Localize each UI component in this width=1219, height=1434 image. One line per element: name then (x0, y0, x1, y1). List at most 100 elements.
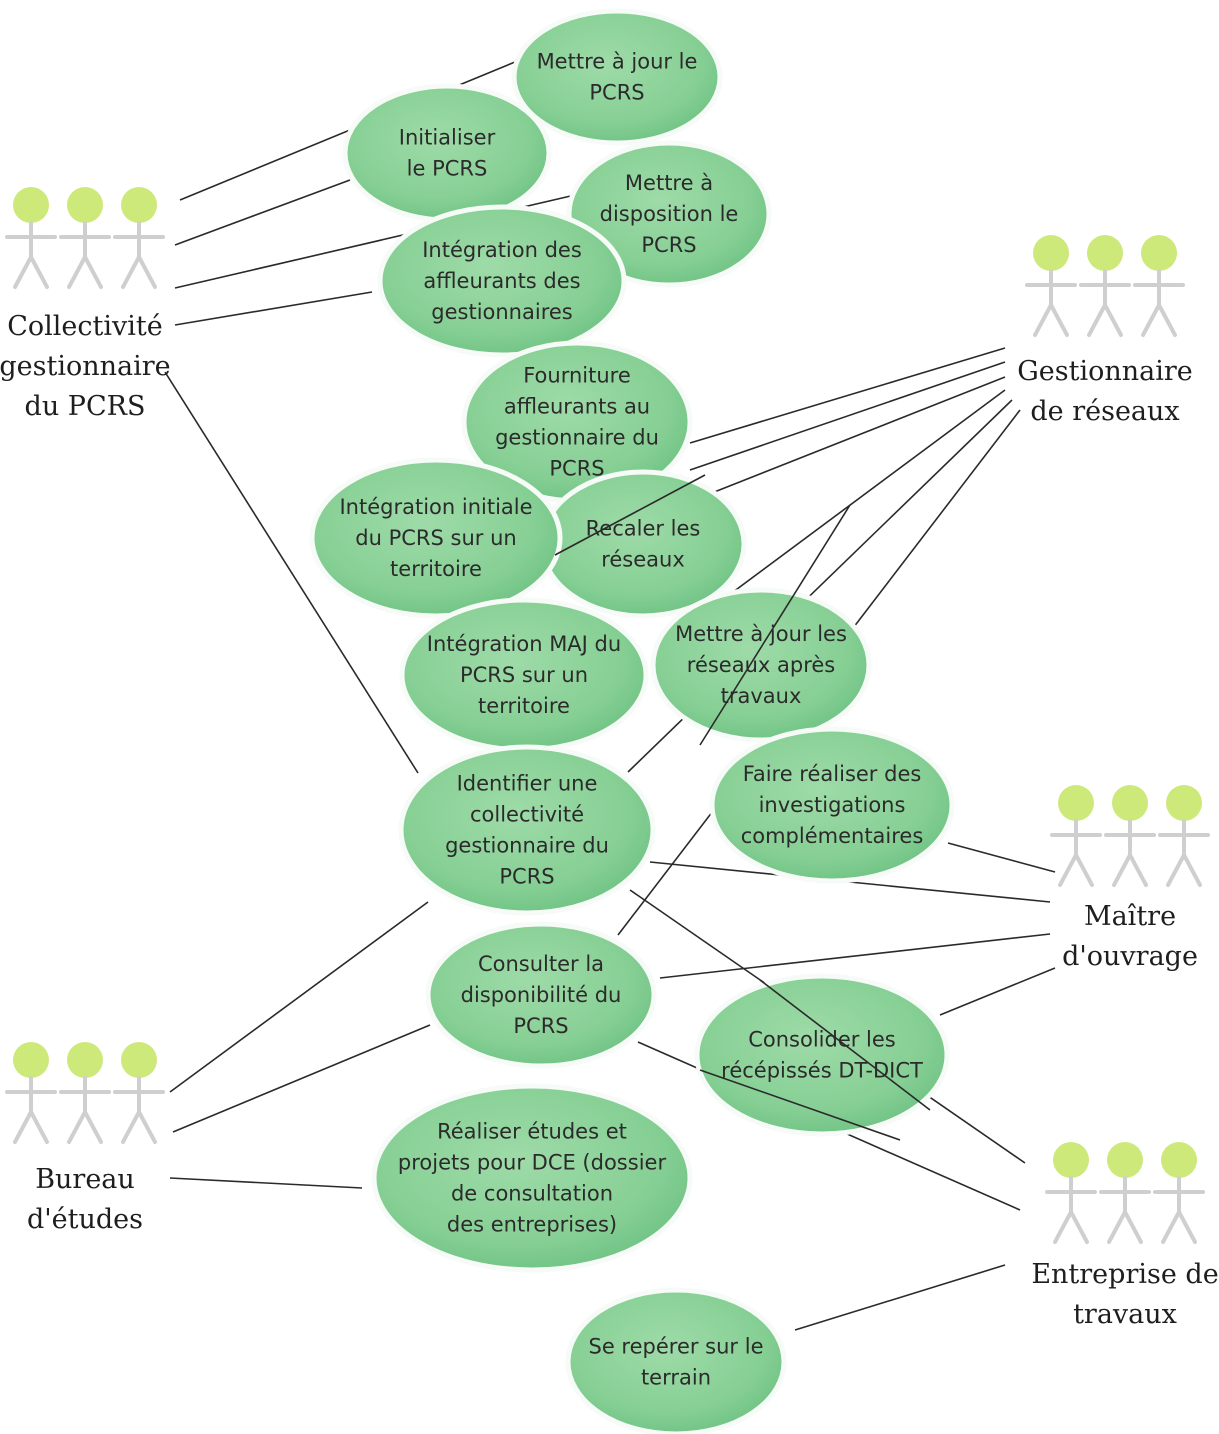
stick-figure-head (1058, 785, 1094, 821)
use-case-label-line: investigations (759, 793, 906, 817)
stick-figure-limb (1128, 853, 1148, 887)
link-gestionnaire-fourniture-2 (689, 361, 1006, 471)
stick-figure-icon (1104, 785, 1156, 887)
use-case-uc13: Consolider les récépissés DT-DICT (694, 973, 950, 1137)
use-case-ellipse (398, 744, 656, 916)
stick-figure-icon (113, 187, 165, 289)
stick-figure-head (1107, 1142, 1143, 1178)
stick-figure-head (1112, 785, 1148, 821)
link-entreprise-se-reperer (794, 1264, 1006, 1331)
link-collectivite-integration-affleurants (174, 291, 373, 326)
stick-figure-icon (1158, 785, 1210, 887)
stick-figure-head (13, 1042, 49, 1078)
stick-figure-icon (1050, 785, 1102, 887)
stick-figure-limb (137, 1110, 157, 1144)
use-case-uc10: Faire réaliser desinvestigationscompléme… (709, 726, 955, 884)
stick-figure-limb (1161, 1210, 1181, 1244)
use-case-label-line: Mettre à (625, 171, 713, 195)
use-case-label-line: gestionnaire du (445, 834, 609, 858)
use-case-ellipse (539, 469, 747, 619)
use-case-label-line: territoire (390, 557, 482, 581)
stick-figure-icon (5, 187, 57, 289)
use-case-label-line: Initialiser (399, 126, 496, 150)
use-case-label-line: du PCRS sur un (355, 526, 516, 550)
use-case-label-line: PCRS (589, 81, 644, 105)
stick-figure-icon (1079, 235, 1131, 337)
use-case-label-line: PCRS (513, 1014, 568, 1038)
stick-figure-limb (1103, 303, 1123, 337)
stick-figure-head (121, 1042, 157, 1078)
stick-figure-head (1053, 1142, 1089, 1178)
use-case-label-line: terrain (641, 1366, 711, 1390)
use-case-ellipse (342, 83, 552, 223)
stick-figure-limb (67, 1110, 87, 1144)
stick-figure-head (67, 1042, 103, 1078)
use-case-label-line: Mettre à jour les (675, 622, 847, 646)
use-case-label-line: PCRS (641, 233, 696, 257)
stick-figure-limb (29, 255, 49, 289)
stick-figure-icon (1045, 1142, 1097, 1244)
stick-figure-head (13, 187, 49, 223)
actor-collectivite: Collectivité gestionnaire du PCRS (0, 187, 171, 422)
stick-figure-icon (59, 187, 111, 289)
stick-figure-limb (1112, 853, 1132, 887)
actor-label-line: d'études (27, 1204, 143, 1235)
stick-figure-limb (1107, 1210, 1127, 1244)
stick-figure-limb (137, 255, 157, 289)
use-case-label-line: PCRS sur un (460, 663, 588, 687)
link-collectivite-identifier (164, 371, 419, 774)
use-case-uc15: Se repérer sur le terrain (565, 1287, 787, 1434)
use-case-label-line: complémentaires (741, 824, 924, 848)
use-case-label-line: Intégration MAJ du (427, 632, 621, 656)
stick-figure-icon (1153, 1142, 1205, 1244)
use-case-label-line: Identifier une (457, 772, 598, 796)
stick-figure-head (1166, 785, 1202, 821)
use-case-label-line: Consulter la (478, 952, 604, 976)
link-gestionnaire-fourniture-1 (689, 347, 1006, 444)
actor-label-line: de réseaux (1030, 396, 1179, 427)
actor-label-line: Gestionnaire (1017, 356, 1193, 387)
link-maitre-consulter (659, 933, 1051, 979)
use-case-label-line: récépissés DT-DICT (721, 1059, 923, 1083)
use-case-label-line: gestionnaire du (495, 426, 659, 450)
actor-label-line: Bureau (35, 1164, 135, 1195)
stick-figure-limb (121, 1110, 141, 1144)
actor-gestionnaire: Gestionnaire de réseaux (1017, 235, 1193, 427)
use-case-ellipse (309, 457, 563, 619)
link-collectivite-initialiser-pcrs (174, 179, 351, 246)
stick-figure-icon (1099, 1142, 1151, 1244)
actor-label-line: gestionnaire (0, 351, 171, 382)
use-case-label-line: de consultation (451, 1182, 613, 1206)
stick-figure-head (1087, 235, 1123, 271)
actor-label-line: d'ouvrage (1062, 941, 1198, 972)
use-case-label-line: Intégration des (422, 238, 582, 262)
link-overlay-consolider-consulter (699, 1069, 901, 1141)
stick-figure-icon (1025, 235, 1077, 337)
use-case-ellipse (650, 587, 872, 743)
stick-figure-head (1033, 235, 1069, 271)
use-case-label-line: affleurants des (423, 269, 580, 293)
actor-label-line: du PCRS (25, 391, 146, 422)
use-case-ellipse (371, 1083, 693, 1273)
use-case-label-line: Fourniture (523, 364, 631, 388)
stick-figure-limb (1157, 303, 1177, 337)
actor-label-line: Collectivité (7, 311, 163, 342)
use-case-label-line: Consolider les (748, 1028, 896, 1052)
use-case-ellipse (377, 204, 627, 358)
use-case-label-line: gestionnaires (431, 300, 572, 324)
use-case-ellipse (709, 726, 955, 884)
use-case-label-line: Se repérer sur le (589, 1335, 764, 1359)
stick-figure-icon (113, 1042, 165, 1144)
use-case-label-line: Réaliser études et (437, 1120, 627, 1144)
use-case-label-line: affleurants au (504, 395, 650, 419)
link-maitre-consolider (939, 967, 1056, 1016)
stick-figure-limb (121, 255, 141, 289)
